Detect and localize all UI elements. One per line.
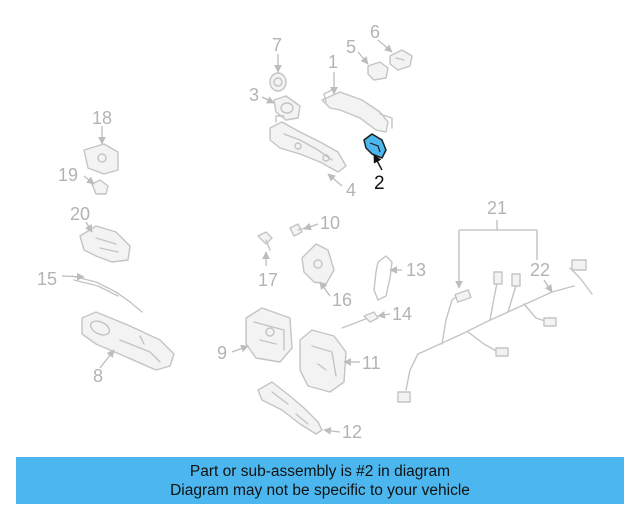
callout-19: 19 [58, 165, 78, 185]
callout-6: 6 [370, 22, 380, 42]
part-1-outer-handle: 1 [321, 52, 393, 133]
callout-16: 16 [332, 290, 352, 310]
callout-14: 14 [392, 304, 412, 324]
callout-2: 2 [374, 173, 385, 194]
callout-17: 17 [258, 270, 278, 290]
part-10-screw: 10 [289, 213, 340, 237]
part-6-insert: 6 [370, 22, 413, 71]
info-banner: Part or sub-assembly is #2 in diagram Di… [16, 457, 624, 504]
callout-12: 12 [342, 422, 362, 442]
part-21-wiring-harness: 21 [397, 198, 593, 403]
part-17-bolt: 17 [257, 231, 278, 290]
part-19-nut: 19 [58, 165, 109, 195]
part-5-clip: 5 [346, 37, 389, 81]
part-9-lock: 9 [217, 307, 293, 363]
part-4-handle-bracket: 4 [269, 115, 356, 200]
part-2-handle-cap[interactable]: 2 [363, 133, 387, 194]
part-14-pin: 14 [341, 304, 412, 329]
callout-20: 20 [70, 204, 90, 224]
part-7-plug: 7 [269, 35, 287, 92]
callout-1: 1 [328, 52, 338, 72]
callout-10: 10 [320, 213, 340, 233]
callout-15: 15 [37, 269, 57, 289]
part-12-rod: 12 [257, 381, 362, 442]
part-22-connector: 22 [530, 260, 553, 293]
callout-4: 4 [346, 180, 356, 200]
part-20-bracket: 20 [70, 204, 131, 263]
part-3-gasket: 3 [249, 85, 301, 121]
callout-9: 9 [217, 343, 227, 363]
callout-11: 11 [362, 353, 381, 373]
part-15-cable: 15 [37, 269, 143, 313]
callout-13: 13 [406, 260, 426, 280]
callout-3: 3 [249, 85, 259, 105]
callout-18: 18 [92, 108, 112, 128]
callout-7: 7 [272, 35, 282, 55]
banner-line-2: Diagram may not be specific to your vehi… [170, 481, 470, 499]
callout-5: 5 [346, 37, 356, 57]
callout-22: 22 [530, 260, 550, 280]
part-13-seal: 13 [373, 255, 426, 301]
banner-line-1: Part or sub-assembly is #2 in diagram [189, 462, 451, 480]
part-18-striker: 18 [83, 108, 119, 175]
callout-21: 21 [487, 198, 507, 218]
part-16-cover-plate: 16 [301, 243, 352, 310]
callout-8: 8 [93, 366, 103, 386]
part-11-latch-cover: 11 [299, 329, 381, 393]
part-8-inner-handle-housing: 8 [81, 311, 175, 386]
